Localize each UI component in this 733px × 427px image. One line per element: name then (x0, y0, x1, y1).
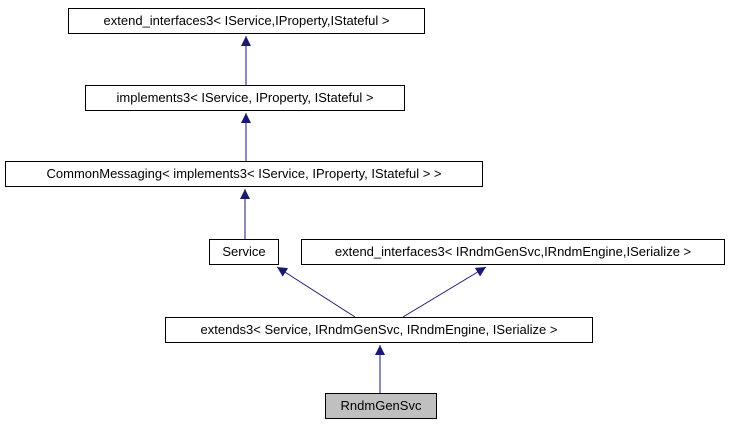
inheritance-arrow-extends3-to-extend-interfaces3-rndm (402, 266, 487, 318)
node-extend-interfaces3-iservice[interactable]: extend_interfaces3< IService,IProperty,I… (68, 8, 425, 34)
node-implements3[interactable]: implements3< IService, IProperty, IState… (85, 85, 405, 111)
node-extend-interfaces3-irndmgensvc[interactable]: extend_interfaces3< IRndmGenSvc,IRndmEng… (301, 239, 725, 265)
node-common-messaging[interactable]: CommonMessaging< implements3< IService, … (5, 161, 483, 187)
node-service[interactable]: Service (209, 239, 279, 265)
node-rndmgensvc-current: RndmGenSvc (325, 393, 437, 419)
node-extends3[interactable]: extends3< Service, IRndmGenSvc, IRndmEng… (165, 317, 593, 343)
inheritance-arrow-extends3-to-service (276, 266, 356, 318)
